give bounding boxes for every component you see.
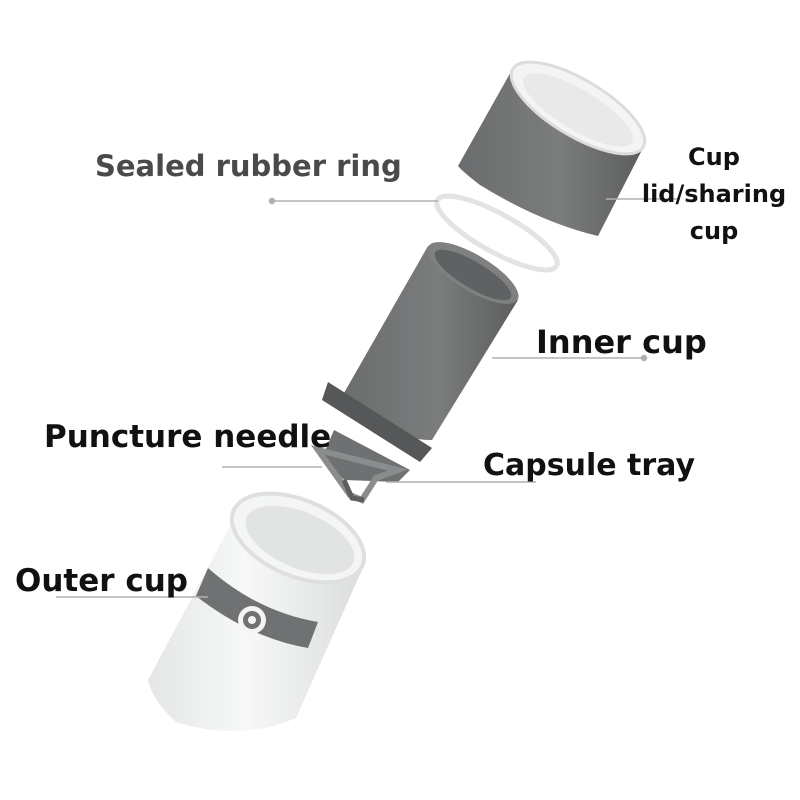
- label-cup-lid-line-3: cup: [689, 217, 739, 245]
- label-outer-cup: Outer cup: [15, 563, 188, 599]
- cup-lid: [458, 60, 647, 236]
- label-cup-lid: Cup lid/sharing cup: [634, 139, 794, 250]
- outer-cup: [148, 491, 367, 732]
- sealed-rubber-ring: [434, 193, 560, 273]
- label-cup-lid-line-2: lid/sharing: [641, 180, 787, 208]
- label-puncture-needle: Puncture needle: [44, 419, 332, 455]
- inner-cup: [322, 242, 519, 462]
- label-inner-cup: Inner cup: [536, 323, 707, 361]
- label-cup-lid-line-1: Cup: [688, 143, 740, 171]
- label-capsule-tray: Capsule tray: [483, 448, 696, 483]
- label-sealed-rubber-ring: Sealed rubber ring: [95, 149, 402, 183]
- capsule-tray: [310, 430, 410, 504]
- leader-lines: [56, 197, 680, 598]
